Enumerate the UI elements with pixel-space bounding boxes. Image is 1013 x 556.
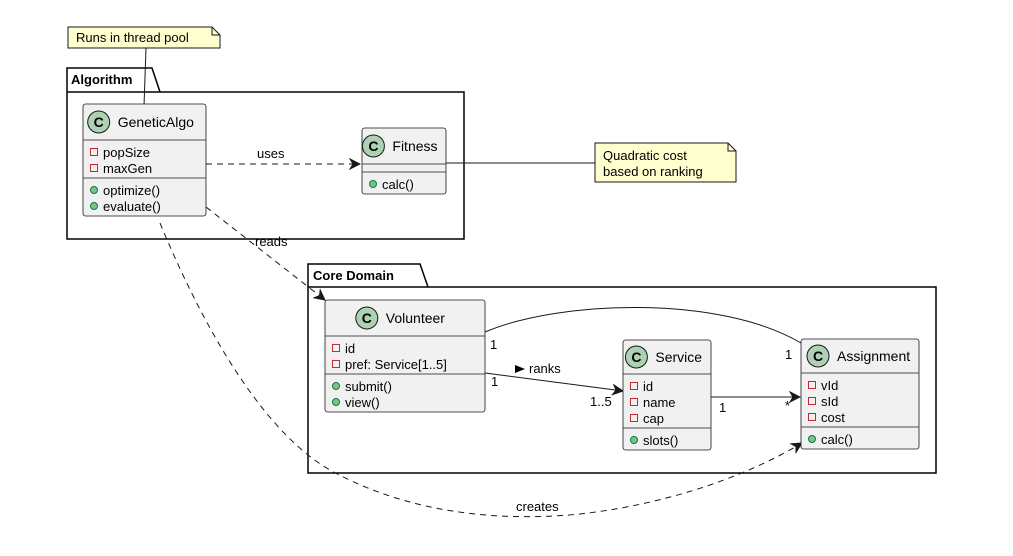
public-marker-icon (332, 382, 340, 390)
class-assignment-field: cost (821, 410, 845, 425)
note-thread-pool-line-0: Runs in thread pool (76, 30, 189, 45)
class-volunteer-method: view() (345, 395, 380, 410)
edge-ranks-dst-mult: 1..5 (590, 394, 612, 409)
class-service-name: Service (655, 349, 702, 365)
class-volunteer-name: Volunteer (386, 310, 445, 326)
class-service-field: name (643, 395, 676, 410)
edge-reads-line (205, 206, 325, 300)
edge-creates: creates (159, 222, 802, 518)
note-quadratic-shape (594, 142, 737, 183)
class-volunteer-method: submit() (345, 379, 392, 394)
class-stereotype-letter: C (631, 349, 641, 365)
edge-ranks-line (484, 372, 623, 391)
note-thread-pool-connector (143, 47, 147, 107)
note-quadratic: Quadratic cost based on ranking (594, 142, 737, 183)
class-volunteer-field: pref: Service[1..5] (345, 357, 447, 372)
edge-ranks-src-mult: 1 (491, 374, 498, 389)
private-marker-icon (90, 148, 98, 156)
private-marker-icon (90, 164, 98, 172)
private-marker-icon (630, 398, 638, 406)
class-stereotype-icon (361, 134, 385, 158)
public-marker-icon (90, 202, 98, 210)
class-assignment-box (800, 338, 920, 450)
edge-volunteer-assignment-line (484, 306, 802, 344)
edge-volunteer-assignment: 1 1 (484, 306, 802, 362)
edge-reads: reads (205, 206, 325, 300)
class-assignment-method: calc() (821, 432, 853, 447)
class-fitness-name: Fitness (392, 138, 437, 154)
ranks-direction-icon (515, 365, 525, 373)
class-volunteer-field: id (345, 341, 355, 356)
class-assignment-name: Assignment (837, 348, 910, 364)
note-quadratic-line-1: based on ranking (603, 164, 703, 179)
class-stereotype-icon (355, 306, 379, 330)
class-service-method: slots() (643, 433, 678, 448)
class-genetic-method: optimize() (103, 183, 160, 198)
class-stereotype-letter: C (368, 138, 378, 154)
class-genetic-field: maxGen (103, 161, 152, 176)
private-marker-icon (332, 360, 340, 368)
public-marker-icon (808, 435, 816, 443)
note-quadratic-line-0: Quadratic cost (603, 148, 687, 163)
class-assignment-field: vId (821, 378, 838, 393)
class-fitness: C Fitness calc() (361, 127, 447, 195)
class-genetic-method: evaluate() (103, 199, 161, 214)
edge-creates-label: creates (516, 499, 559, 514)
edge-creates-line (159, 222, 802, 518)
private-marker-icon (808, 381, 816, 389)
edge-service-assignment: 1 * (711, 397, 800, 415)
note-thread-pool-shape (67, 26, 221, 49)
edge-uses: uses (206, 146, 360, 164)
class-service-field: cap (643, 411, 664, 426)
public-marker-icon (630, 436, 638, 444)
private-marker-icon (808, 413, 816, 421)
class-stereotype-letter: C (813, 348, 823, 364)
class-stereotype-letter: C (94, 114, 104, 130)
class-service-box (622, 339, 712, 451)
class-stereotype-letter: C (362, 310, 372, 326)
public-marker-icon (332, 398, 340, 406)
public-marker-icon (90, 186, 98, 194)
edge-vol-assign-src-mult: 1 (490, 337, 497, 352)
edge-svc-assign-src-mult: 1 (719, 400, 726, 415)
edge-reads-label: reads (255, 234, 288, 249)
class-fitness-method: calc() (382, 177, 414, 192)
private-marker-icon (808, 397, 816, 405)
edge-ranks: ranks 1 1..5 (484, 361, 623, 409)
class-genetic-box (82, 103, 207, 217)
note-thread-pool: Runs in thread pool (67, 26, 221, 49)
private-marker-icon (630, 414, 638, 422)
class-stereotype-icon (806, 344, 830, 368)
class-genetic-name: GeneticAlgo (118, 114, 194, 130)
class-stereotype-icon (624, 345, 648, 369)
class-stereotype-icon (87, 110, 111, 134)
class-service-field: id (643, 379, 653, 394)
edge-vol-assign-dst-mult: 1 (785, 347, 792, 362)
public-marker-icon (369, 180, 377, 188)
class-genetic-field: popSize (103, 145, 150, 160)
private-marker-icon (332, 344, 340, 352)
package-core-domain-title: Core Domain (313, 268, 394, 283)
class-assignment-field: sId (821, 394, 838, 409)
package-core-domain: Core Domain (307, 263, 937, 474)
edge-uses-label: uses (257, 146, 285, 161)
edge-ranks-label: ranks (529, 361, 561, 376)
edge-svc-assign-dst-mult: * (785, 398, 790, 413)
package-algorithm-title: Algorithm (71, 72, 132, 87)
private-marker-icon (630, 382, 638, 390)
